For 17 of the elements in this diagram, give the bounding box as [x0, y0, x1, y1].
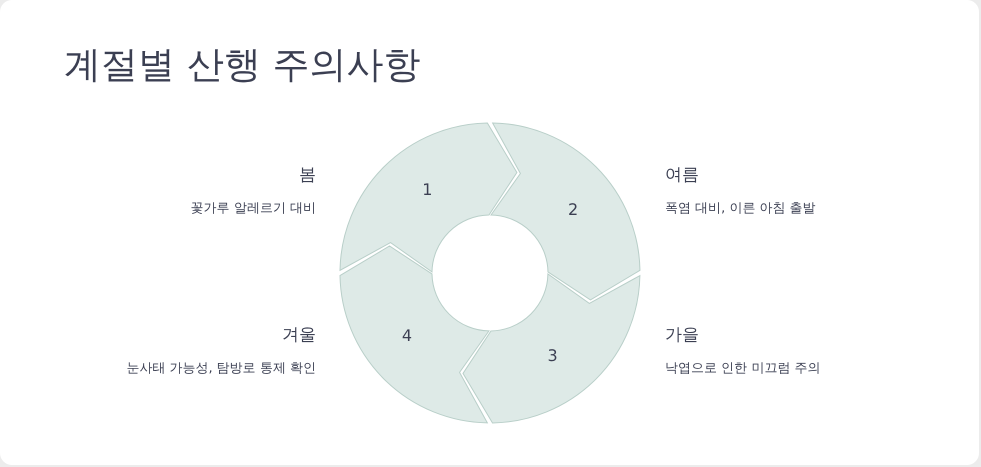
- season-note: 꽃가루 알레르기 대비: [190, 201, 316, 217]
- season-note: 낙엽으로 인한 미끄럼 주의: [665, 361, 820, 377]
- season-heading: 가을: [665, 325, 699, 346]
- season-heading: 겨울: [282, 325, 316, 346]
- segment-number: 3: [547, 348, 558, 364]
- cycle-segment: [339, 122, 518, 273]
- segment-number: 2: [568, 202, 578, 218]
- season-note: 폭염 대비, 이른 아침 출발: [665, 201, 816, 217]
- season-heading: 봄: [299, 165, 316, 186]
- cycle-segment: [339, 245, 490, 424]
- diagram-title: 계절별 산행 주의사항: [64, 42, 421, 88]
- segment-number: 4: [402, 328, 412, 344]
- segment-number: 1: [422, 182, 432, 198]
- season-heading: 여름: [665, 165, 699, 186]
- cycle-segment: [462, 273, 641, 424]
- cycle-segment: [490, 122, 641, 301]
- season-note: 눈사태 가능성, 탐방로 통제 확인: [126, 361, 316, 377]
